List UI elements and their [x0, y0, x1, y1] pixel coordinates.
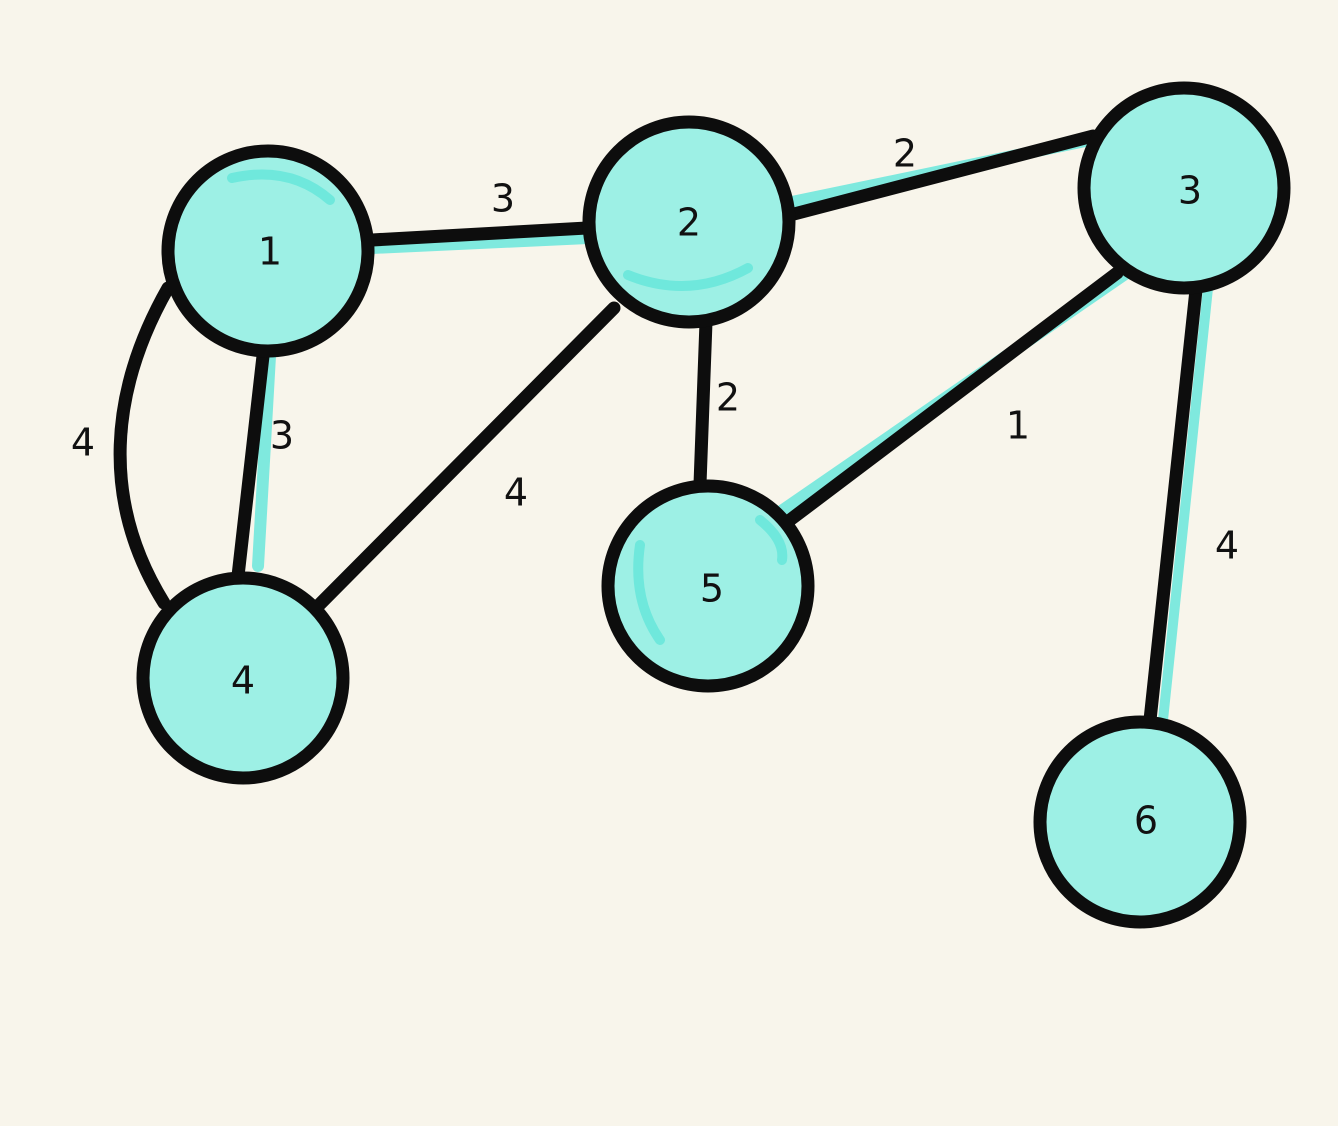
- node-5: 5: [601, 479, 815, 693]
- edge-3-6: [1143, 283, 1203, 727]
- edge-2-5: [693, 315, 713, 491]
- weight-label-1-4-curved: 4: [71, 421, 95, 465]
- edge-2-4: [313, 301, 621, 611]
- node-4: 4: [136, 571, 350, 785]
- edge-highlight-1-2: [366, 232, 594, 254]
- node-5-label: 5: [700, 567, 724, 611]
- edge-highlight-1-4: [252, 350, 276, 572]
- edge-highlight-3-6: [1158, 283, 1213, 725]
- node-4-label: 4: [231, 659, 255, 703]
- node-6-label: 6: [1134, 799, 1158, 843]
- weight-label-1-4: 3: [270, 414, 294, 458]
- node-6: 6: [1033, 715, 1247, 929]
- weight-label-2-5: 2: [716, 376, 740, 420]
- weight-label-2-3: 2: [893, 132, 917, 176]
- weight-label-1-2: 3: [491, 177, 515, 221]
- edges: [113, 129, 1203, 727]
- weight-label-2-4: 4: [504, 471, 528, 515]
- node-3-label: 3: [1178, 169, 1202, 213]
- edge-1-4: [231, 349, 270, 583]
- edge-1-4-curved: [113, 281, 175, 610]
- node-2-label: 2: [677, 201, 701, 245]
- node-2: 2: [582, 115, 796, 329]
- node-1-label: 1: [258, 230, 282, 274]
- edge-2-3: [787, 129, 1100, 221]
- edge-weights: 3 2 3 4 4 2 1 4: [71, 132, 1239, 568]
- node-3: 3: [1077, 81, 1291, 295]
- weight-label-3-5: 1: [1006, 404, 1030, 448]
- weight-label-3-6: 4: [1215, 524, 1239, 568]
- edge-1-2: [365, 221, 594, 247]
- node-1: 1: [161, 144, 375, 358]
- edge-3-5: [783, 266, 1124, 527]
